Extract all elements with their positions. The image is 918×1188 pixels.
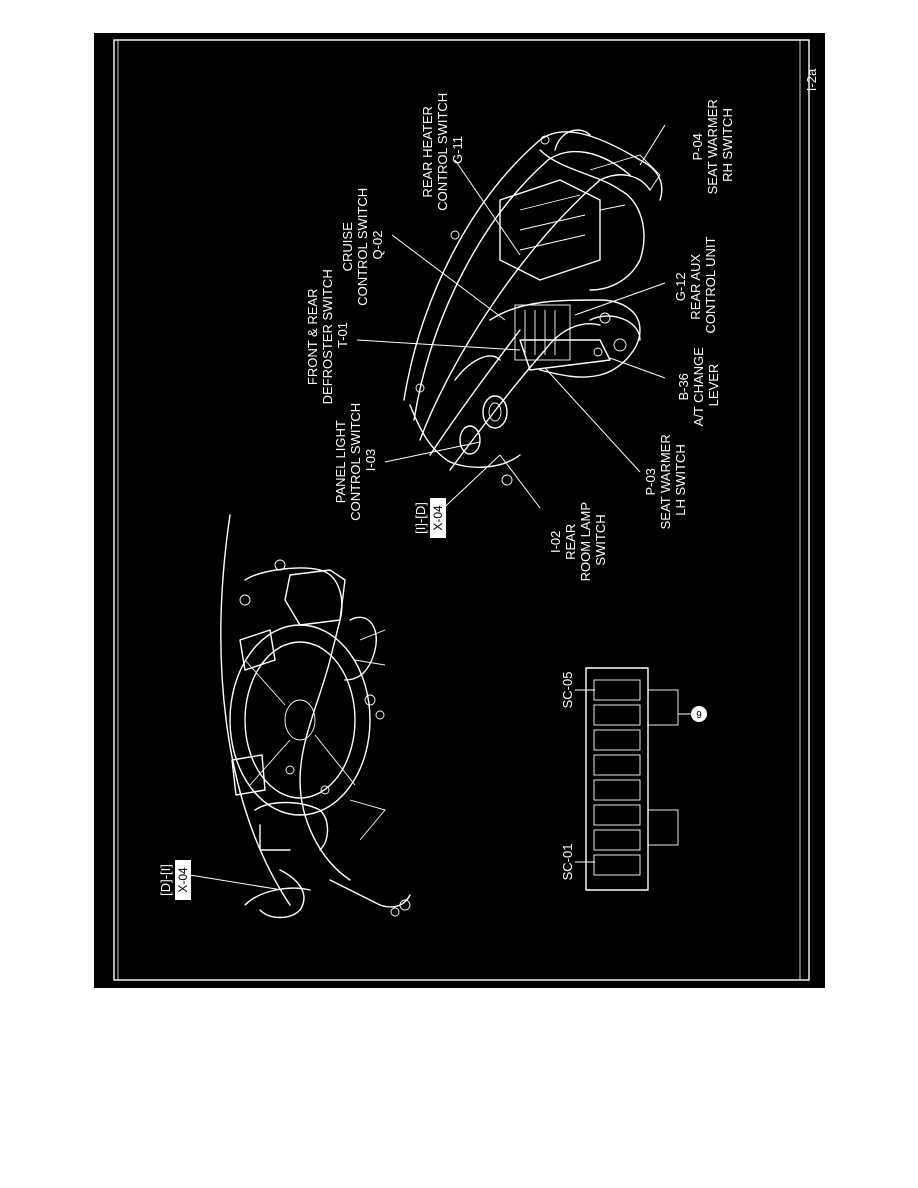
label-defroster: FRONT & REAR DEFROSTER SWITCH T-01 xyxy=(305,266,350,405)
connector-id-left: [D]-[I] X-04 xyxy=(158,860,191,900)
label-rear-aux: G-12 REAR AUX CONTROL UNIT xyxy=(673,236,718,333)
label-seat-warmer-rh: P-04 SEAT WARMER RH SWITCH xyxy=(690,96,735,195)
label-cruise: CRUISE CONTROL SWITCH Q-02 xyxy=(340,184,385,306)
label-at-lever: B-36 A/T CHANGE LEVER xyxy=(676,344,721,427)
label-sc-05: SC-05 xyxy=(560,672,575,709)
dashboard-assembly-left xyxy=(220,514,411,919)
label-seat-warmer-lh: P-03 SEAT WARMER LH SWITCH xyxy=(643,431,688,530)
connector-id-right-text: [I]-[D] xyxy=(413,502,428,534)
connector-id-right: [I]-[D] X-04 xyxy=(413,498,446,538)
label-rear-heater: REAR HEATER CONTROL SWITCH G-11 xyxy=(420,89,465,211)
circle-number: 9 xyxy=(696,710,702,721)
label-rear-room-lamp: I-02 REAR ROOM LAMP SWITCH xyxy=(548,499,608,582)
leader-lines xyxy=(189,124,666,891)
page-ref: I-2a xyxy=(804,68,819,91)
fuse-sc-01 xyxy=(593,854,641,876)
label-panel-light: PANEL LIGHT CONTROL SWITCH I-03 xyxy=(333,399,378,521)
label-sc-01: SC-01 xyxy=(560,844,575,881)
connector-id-left-box: X-04 xyxy=(176,867,190,893)
panel-frame xyxy=(113,39,810,981)
dashboard-assembly-right xyxy=(403,129,663,486)
diagram-panel xyxy=(94,33,825,988)
connector-id-right-box: X-04 xyxy=(431,505,445,531)
connector-circle xyxy=(691,706,707,722)
fuse-block: 9 xyxy=(585,667,707,891)
connector-id-left-text: [D]-[I] xyxy=(158,864,173,896)
